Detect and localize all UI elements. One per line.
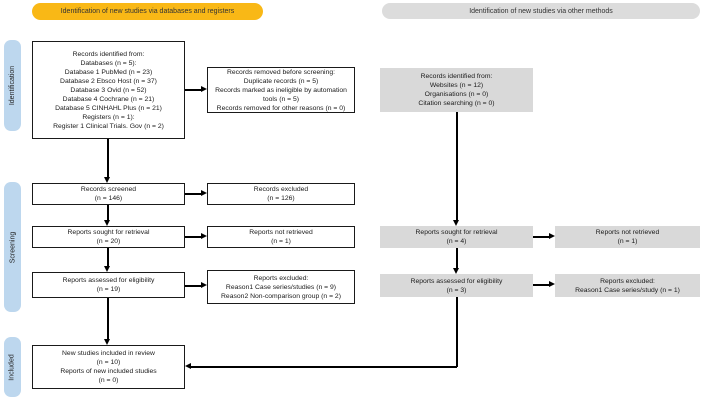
box-records-excluded: Records excluded (n = 126) [207, 183, 355, 205]
arrow-sought-to-notretrieved-head [201, 233, 207, 239]
box-reports-excluded-reasons: Reports excluded: Reason1 Case series/st… [207, 270, 355, 304]
arrow-screened-to-sought-line [107, 205, 109, 220]
arrow-identified-to-screened-line [107, 139, 109, 177]
box-reports-excluded-reasons-other: Reports excluded: Reason1 Case series/st… [555, 274, 700, 297]
stage-label-screening-text: Screening [9, 231, 16, 263]
arrow-other-assessed-to-excluded-line [533, 284, 549, 286]
arrow-other-sought-to-assessed-head [453, 268, 459, 274]
arrow-sought-to-assessed-line [107, 248, 109, 266]
stage-label-included: Included [4, 337, 21, 397]
arrow-identified-to-removed-line [185, 89, 201, 91]
arrow-other-identified-to-sought-head [453, 220, 459, 226]
header-other-methods: Identification of new studies via other … [382, 3, 700, 19]
box-records-identified-databases: Records identified from: Databases (n = … [32, 41, 185, 139]
box-records-screened: Records screened (n = 146) [32, 183, 185, 205]
box-records-removed-before-screening: Records removed before screening: Duplic… [207, 67, 355, 113]
arrow-assessed-to-reportsexcluded-head [201, 282, 207, 288]
arrow-identified-to-removed-head [201, 86, 207, 92]
arrow-identified-to-screened-head [104, 177, 110, 183]
arrow-assessed-to-included-line [107, 298, 109, 339]
box-reports-not-retrieved-other: Reports not retrieved (n = 1) [555, 226, 700, 248]
arrow-other-to-included-horizontal [191, 366, 457, 368]
box-reports-not-retrieved: Reports not retrieved (n = 1) [207, 226, 355, 248]
arrow-other-sought-to-notretrieved-line [533, 236, 549, 238]
stage-label-identification-text: Identification [9, 65, 16, 106]
arrow-other-sought-to-assessed-line [456, 248, 458, 268]
arrow-other-identified-to-sought-line [456, 112, 458, 220]
stage-label-included-text: Included [9, 353, 16, 381]
stage-label-identification: Identification [4, 40, 21, 131]
arrow-sought-to-assessed-head [104, 266, 110, 272]
arrow-screened-to-excluded-head [201, 190, 207, 196]
arrow-sought-to-notretrieved-line [185, 236, 201, 238]
arrow-other-sought-to-notretrieved-head [549, 233, 555, 239]
box-records-identified-other: Records identified from: Websites (n = 1… [380, 68, 533, 112]
box-reports-sought-retrieval-other: Reports sought for retrieval (n = 4) [380, 226, 533, 248]
arrow-screened-to-excluded-line [185, 193, 201, 195]
arrow-screened-to-sought-head [104, 220, 110, 226]
arrow-other-to-included-head [185, 363, 191, 369]
box-reports-sought-retrieval: Reports sought for retrieval (n = 20) [32, 226, 185, 248]
arrow-assessed-to-reportsexcluded-line [185, 285, 201, 287]
arrow-assessed-to-included-head [104, 339, 110, 345]
stage-label-screening: Screening [4, 182, 21, 312]
arrow-other-to-included-vertical [456, 297, 458, 367]
arrow-other-assessed-to-excluded-head [549, 281, 555, 287]
header-databases-registers: Identification of new studies via databa… [32, 3, 263, 20]
box-reports-assessed-eligibility: Reports assessed for eligibility (n = 19… [32, 272, 185, 298]
box-new-studies-included: New studies included in review (n = 10) … [32, 345, 185, 389]
box-reports-assessed-eligibility-other: Reports assessed for eligibility (n = 3) [380, 274, 533, 297]
